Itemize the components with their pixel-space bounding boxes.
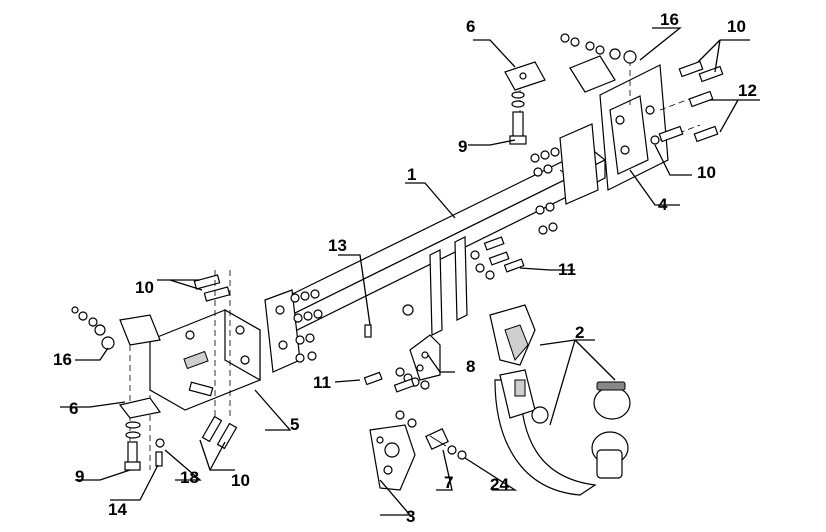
label-part-1: 1 (407, 165, 416, 184)
part-number-labels: 1 2 3 4 5 6 6 7 8 9 9 10 10 10 10 11 11 … (53, 10, 757, 526)
ball-mount-bracket (363, 304, 441, 393)
label-part-10-left: 10 (135, 278, 154, 297)
right-side-bracket (559, 50, 701, 205)
label-part-13: 13 (328, 236, 347, 255)
label-part-9-left: 9 (75, 467, 84, 486)
left-bracket-fasteners (188, 270, 323, 450)
label-part-6-top: 6 (466, 17, 475, 36)
label-part-6-left: 6 (69, 399, 78, 418)
electrical-socket-plate (369, 410, 417, 491)
label-part-11-right: 11 (558, 260, 576, 279)
label-part-10-bottom: 10 (231, 471, 250, 490)
tow-ball-hook (489, 304, 631, 496)
top-mounting-plate (504, 55, 616, 145)
label-part-7: 7 (444, 473, 453, 492)
label-part-18: 18 (180, 468, 199, 487)
label-part-16-top: 16 (660, 10, 679, 29)
label-part-14: 14 (108, 500, 127, 519)
label-part-12: 12 (738, 81, 757, 100)
intermediate-brackets (429, 236, 525, 336)
label-part-10-right: 10 (697, 163, 716, 182)
label-part-9-top: 9 (458, 137, 467, 156)
lower-left-fasteners (71, 306, 165, 471)
label-part-24: 24 (490, 475, 509, 494)
label-part-8: 8 (466, 357, 475, 376)
label-part-10-top: 10 (727, 17, 746, 36)
middle-upper-fasteners (530, 147, 560, 235)
label-part-2: 2 (575, 323, 584, 342)
label-part-11-left: 11 (313, 373, 331, 392)
leader-lines (60, 27, 760, 516)
label-part-4: 4 (658, 195, 668, 214)
label-part-5: 5 (290, 415, 299, 434)
label-part-3: 3 (406, 507, 415, 526)
upper-right-fasteners (560, 33, 724, 143)
locking-spring-assembly (425, 428, 467, 460)
label-part-16-left: 16 (53, 350, 72, 369)
